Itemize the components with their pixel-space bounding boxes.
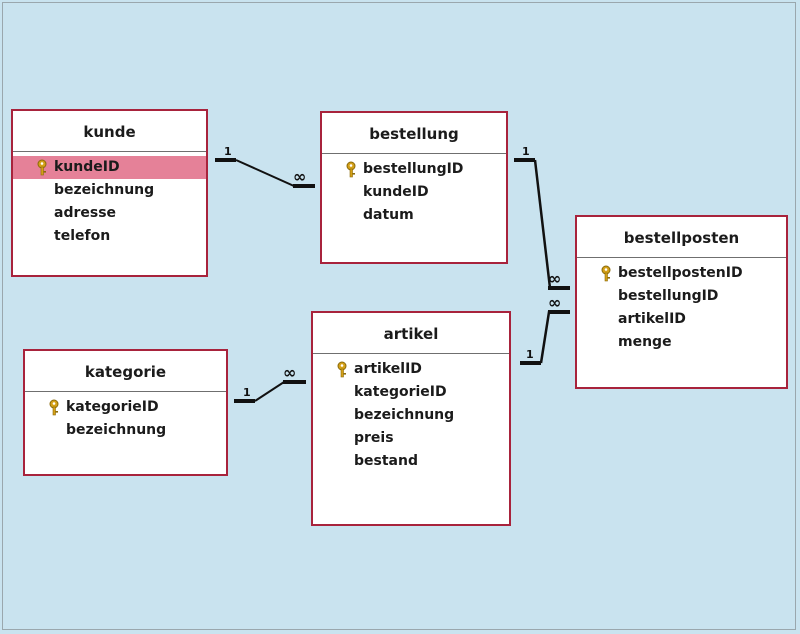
table-title[interactable]: bestellung — [322, 113, 506, 154]
key-icon — [601, 265, 611, 282]
field-datum[interactable]: datum — [322, 204, 506, 227]
field-label: datum — [363, 207, 414, 223]
one-label: 1 — [526, 348, 534, 361]
field-bezeichnung[interactable]: bezeichnung — [13, 179, 206, 202]
field-bestellungID[interactable]: bestellungID — [322, 158, 506, 181]
one-label: 1 — [243, 386, 251, 399]
many-label: ∞ — [548, 269, 561, 288]
field-label: menge — [618, 334, 672, 350]
field-telefon[interactable]: telefon — [13, 225, 206, 248]
field-kundeID[interactable]: kundeID — [13, 156, 206, 179]
field-bestand[interactable]: bestand — [313, 450, 509, 473]
many-label: ∞ — [283, 363, 296, 382]
field-label: kategorieID — [66, 399, 159, 415]
field-label: kategorieID — [354, 384, 447, 400]
relationship-bestellung-bestellposten[interactable]: 1 ∞ — [514, 145, 570, 290]
field-label: kundeID — [363, 184, 429, 200]
field-artikelID[interactable]: artikelID — [577, 308, 786, 331]
field-kategorieID[interactable]: kategorieID — [25, 396, 226, 419]
field-kategorieID[interactable]: kategorieID — [313, 381, 509, 404]
field-label: bezeichnung — [66, 422, 167, 438]
table-bestellung[interactable]: bestellung bestellungID kundeID datum — [320, 111, 508, 264]
field-label: bestellpostenID — [618, 265, 743, 281]
table-title[interactable]: kunde — [13, 111, 206, 152]
field-label: telefon — [54, 228, 111, 244]
one-label: 1 — [522, 145, 530, 158]
field-label: preis — [354, 430, 394, 446]
field-bestellpostenID[interactable]: bestellpostenID — [577, 262, 786, 285]
many-label: ∞ — [548, 293, 561, 312]
field-adresse[interactable]: adresse — [13, 202, 206, 225]
field-label: bestellungID — [618, 288, 719, 304]
field-menge[interactable]: menge — [577, 331, 786, 354]
relationship-artikel-bestellposten[interactable]: 1 ∞ — [520, 293, 570, 365]
field-label: bezeichnung — [54, 182, 155, 198]
table-kategorie[interactable]: kategorie kategorieID bezeichnung — [23, 349, 228, 476]
field-label: artikelID — [354, 361, 422, 377]
key-icon — [337, 361, 347, 378]
field-bezeichnung[interactable]: bezeichnung — [25, 419, 226, 442]
key-icon — [346, 161, 356, 178]
field-label: bestellungID — [363, 161, 464, 177]
relationship-kunde-bestellung[interactable]: 1 ∞ — [215, 145, 315, 188]
table-title[interactable]: kategorie — [25, 351, 226, 392]
field-label: bestand — [354, 453, 418, 469]
field-artikelID[interactable]: artikelID — [313, 358, 509, 381]
field-label: adresse — [54, 205, 117, 221]
field-preis[interactable]: preis — [313, 427, 509, 450]
field-kundeID[interactable]: kundeID — [322, 181, 506, 204]
table-kunde[interactable]: kunde kundeID bezeichnung adresse telefo… — [11, 109, 208, 277]
relationship-kategorie-artikel[interactable]: 1 ∞ — [234, 363, 306, 403]
table-artikel[interactable]: artikel artikelID kategorieID bezeichnun… — [311, 311, 511, 526]
many-label: ∞ — [293, 167, 306, 186]
field-label: bezeichnung — [354, 407, 455, 423]
one-label: 1 — [224, 145, 232, 158]
field-label: kundeID — [54, 159, 120, 175]
field-label: artikelID — [618, 311, 686, 327]
table-title[interactable]: artikel — [313, 313, 509, 354]
key-icon — [49, 399, 59, 416]
key-icon — [37, 159, 47, 176]
table-bestellposten[interactable]: bestellposten bestellpostenID bestellung… — [575, 215, 788, 389]
field-bezeichnung[interactable]: bezeichnung — [313, 404, 509, 427]
field-bestellungID[interactable]: bestellungID — [577, 285, 786, 308]
table-title[interactable]: bestellposten — [577, 217, 786, 258]
